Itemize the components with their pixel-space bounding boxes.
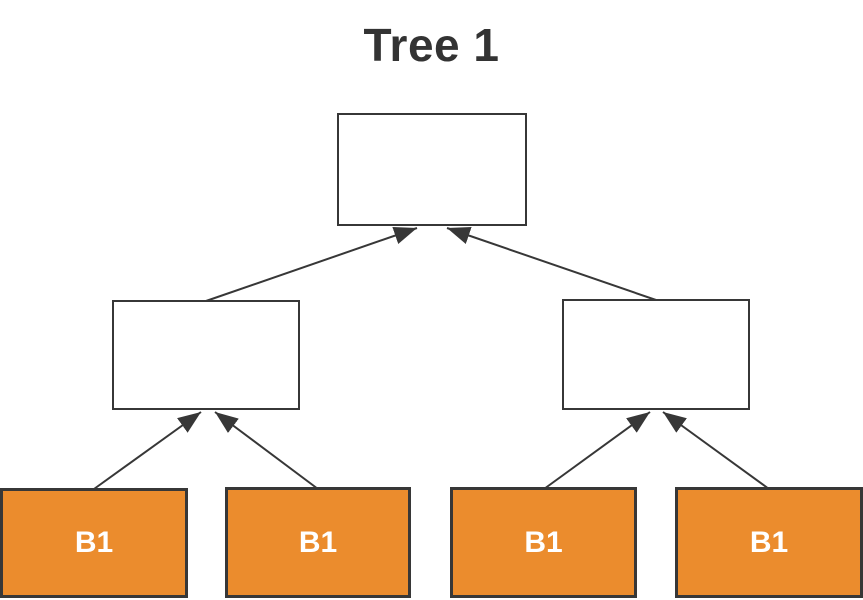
diagram-title: Tree 1 — [363, 19, 500, 71]
edge-leaf-2-to-internal-left — [214, 411, 319, 490]
edge-leaf-1-to-internal-left — [93, 411, 202, 490]
node-root — [337, 113, 527, 226]
edge-leaf-3-to-internal-right — [543, 411, 651, 490]
node-leaf-2-label: B1 — [298, 525, 338, 559]
node-internal-right — [562, 299, 750, 410]
edge-leaf-4-to-internal-right — [662, 411, 770, 490]
node-leaf-3-label: B1 — [524, 525, 563, 559]
node-leaf-4-label: B1 — [749, 525, 789, 559]
node-internal-left — [112, 300, 300, 410]
node-leaf-2: B1 — [225, 487, 411, 598]
node-leaf-4: B1 — [675, 487, 863, 598]
node-leaf-1-label: B1 — [74, 526, 114, 559]
node-leaf-1: B1 — [0, 488, 188, 598]
edge-internal-left-to-root — [205, 227, 418, 302]
edge-internal-right-to-root — [446, 226, 657, 301]
node-leaf-3: B1 — [450, 487, 637, 598]
